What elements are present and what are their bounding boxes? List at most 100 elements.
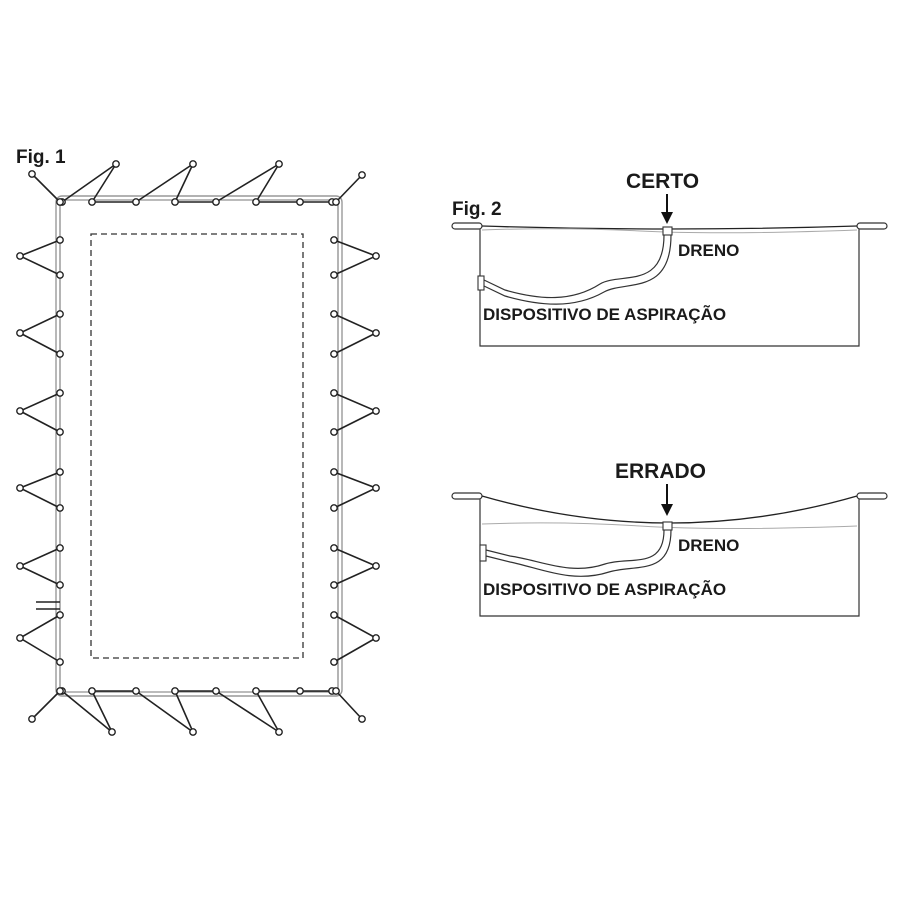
anchor-ring: [212, 687, 220, 695]
anchor-ring: [56, 687, 64, 695]
anchor-ring: [28, 170, 36, 178]
anchor-rings: [16, 160, 380, 736]
anchor-ring: [332, 687, 340, 695]
anchor-ring: [330, 581, 338, 589]
anchor-ring: [171, 687, 179, 695]
fig2-label: Fig. 2: [452, 199, 502, 220]
anchor-ring: [56, 581, 64, 589]
anchor-ring: [56, 198, 64, 206]
cord-segment: [333, 313, 378, 355]
water-line-wrong: [481, 522, 858, 529]
anchor-ring: [372, 634, 380, 642]
anchor-ring: [332, 198, 340, 206]
anchor-ring: [358, 715, 366, 723]
anchor-ring: [330, 611, 338, 619]
cord-segment: [333, 239, 379, 276]
anchor-ring: [330, 271, 338, 279]
cord-segment: [333, 547, 378, 586]
anchor-ring: [372, 407, 380, 415]
pool-outline-dashed: [90, 233, 304, 659]
anchor-ring: [212, 198, 220, 206]
buckle-icon: [36, 601, 60, 610]
anchor-ring: [56, 611, 64, 619]
drain-fitting-wrong: [662, 521, 673, 531]
cover-outer-edge: [55, 195, 343, 697]
anchor-ring: [132, 198, 140, 206]
drain-label-wrong: DRENO: [678, 536, 739, 555]
anchor-ring: [16, 562, 24, 570]
anchor-ring: [16, 484, 24, 492]
anchor-ring: [275, 160, 283, 168]
anchor-ring: [330, 428, 338, 436]
cord-segment: [335, 690, 363, 720]
anchor-ring: [16, 252, 24, 260]
down-arrow-icon: [661, 484, 673, 516]
suction-connector-correct: [477, 275, 485, 291]
anchor-ring: [171, 198, 179, 206]
anchor-ring: [372, 252, 380, 260]
anchor-ring: [56, 544, 64, 552]
anchor-ring: [189, 160, 197, 168]
anchor-ring: [56, 468, 64, 476]
suction-connector-wrong: [479, 544, 487, 562]
anchor-ring: [56, 271, 64, 279]
cord-segment: [18, 471, 61, 509]
anchor-ring: [16, 407, 24, 415]
cord-segment: [333, 614, 378, 663]
anchor-ring: [330, 658, 338, 666]
anchor-ring: [56, 504, 64, 512]
anchor-ring: [330, 504, 338, 512]
anchor-ring: [372, 329, 380, 337]
anchor-ring: [296, 198, 304, 206]
anchor-ring: [252, 198, 260, 206]
drain-label-correct: DRENO: [678, 241, 739, 260]
suction-label-wrong: DISPOSITIVO DE ASPIRAÇÃO: [483, 579, 726, 599]
left-rail-correct: [451, 222, 483, 230]
cord-segment: [333, 392, 378, 433]
suction-label-correct: DISPOSITIVO DE ASPIRAÇÃO: [483, 304, 726, 324]
anchor-ring: [132, 687, 140, 695]
anchor-ring: [330, 310, 338, 318]
correct-verdict: CERTO: [626, 170, 699, 193]
water-line-correct: [481, 228, 858, 234]
anchor-ring: [372, 484, 380, 492]
anchor-ring: [56, 389, 64, 397]
anchor-ring: [108, 728, 116, 736]
cord-segment: [18, 239, 61, 276]
anchor-ring: [372, 562, 380, 570]
cord-segment: [18, 392, 61, 433]
anchor-ring: [330, 236, 338, 244]
right-rail-wrong: [856, 492, 888, 500]
cord-segment: [333, 471, 379, 509]
suction-hose-inner-wrong: [485, 529, 672, 577]
tension-cords: [18, 161, 379, 735]
anchor-ring: [56, 310, 64, 318]
anchor-ring: [330, 544, 338, 552]
anchor-ring: [275, 728, 283, 736]
anchor-ring: [56, 236, 64, 244]
anchor-ring: [88, 687, 96, 695]
correct-installation: CERTO DRENO DISPOSITIVO DE ASPIRAÇÃO: [451, 170, 888, 347]
anchor-ring: [28, 715, 36, 723]
left-rail-wrong: [451, 492, 483, 500]
anchor-ring: [330, 350, 338, 358]
cover-inner-edge: [59, 199, 339, 693]
anchor-ring: [56, 350, 64, 358]
cord-segment: [18, 313, 61, 355]
cord-segment: [335, 174, 363, 203]
anchor-ring: [88, 198, 96, 206]
anchor-ring: [358, 171, 366, 179]
anchor-ring: [330, 389, 338, 397]
cord-segment: [215, 690, 280, 733]
drain-fitting-correct: [662, 226, 673, 236]
suction-hose-inner-correct: [483, 234, 672, 305]
down-arrow-icon: [661, 194, 673, 224]
cord-segment: [31, 690, 61, 720]
cord-segment: [135, 690, 195, 735]
anchor-ring: [56, 428, 64, 436]
pool-walls-correct: [479, 226, 860, 347]
anchor-ring: [112, 160, 120, 168]
cord-segment: [18, 547, 61, 586]
pool-cover-top-view: [16, 160, 380, 736]
